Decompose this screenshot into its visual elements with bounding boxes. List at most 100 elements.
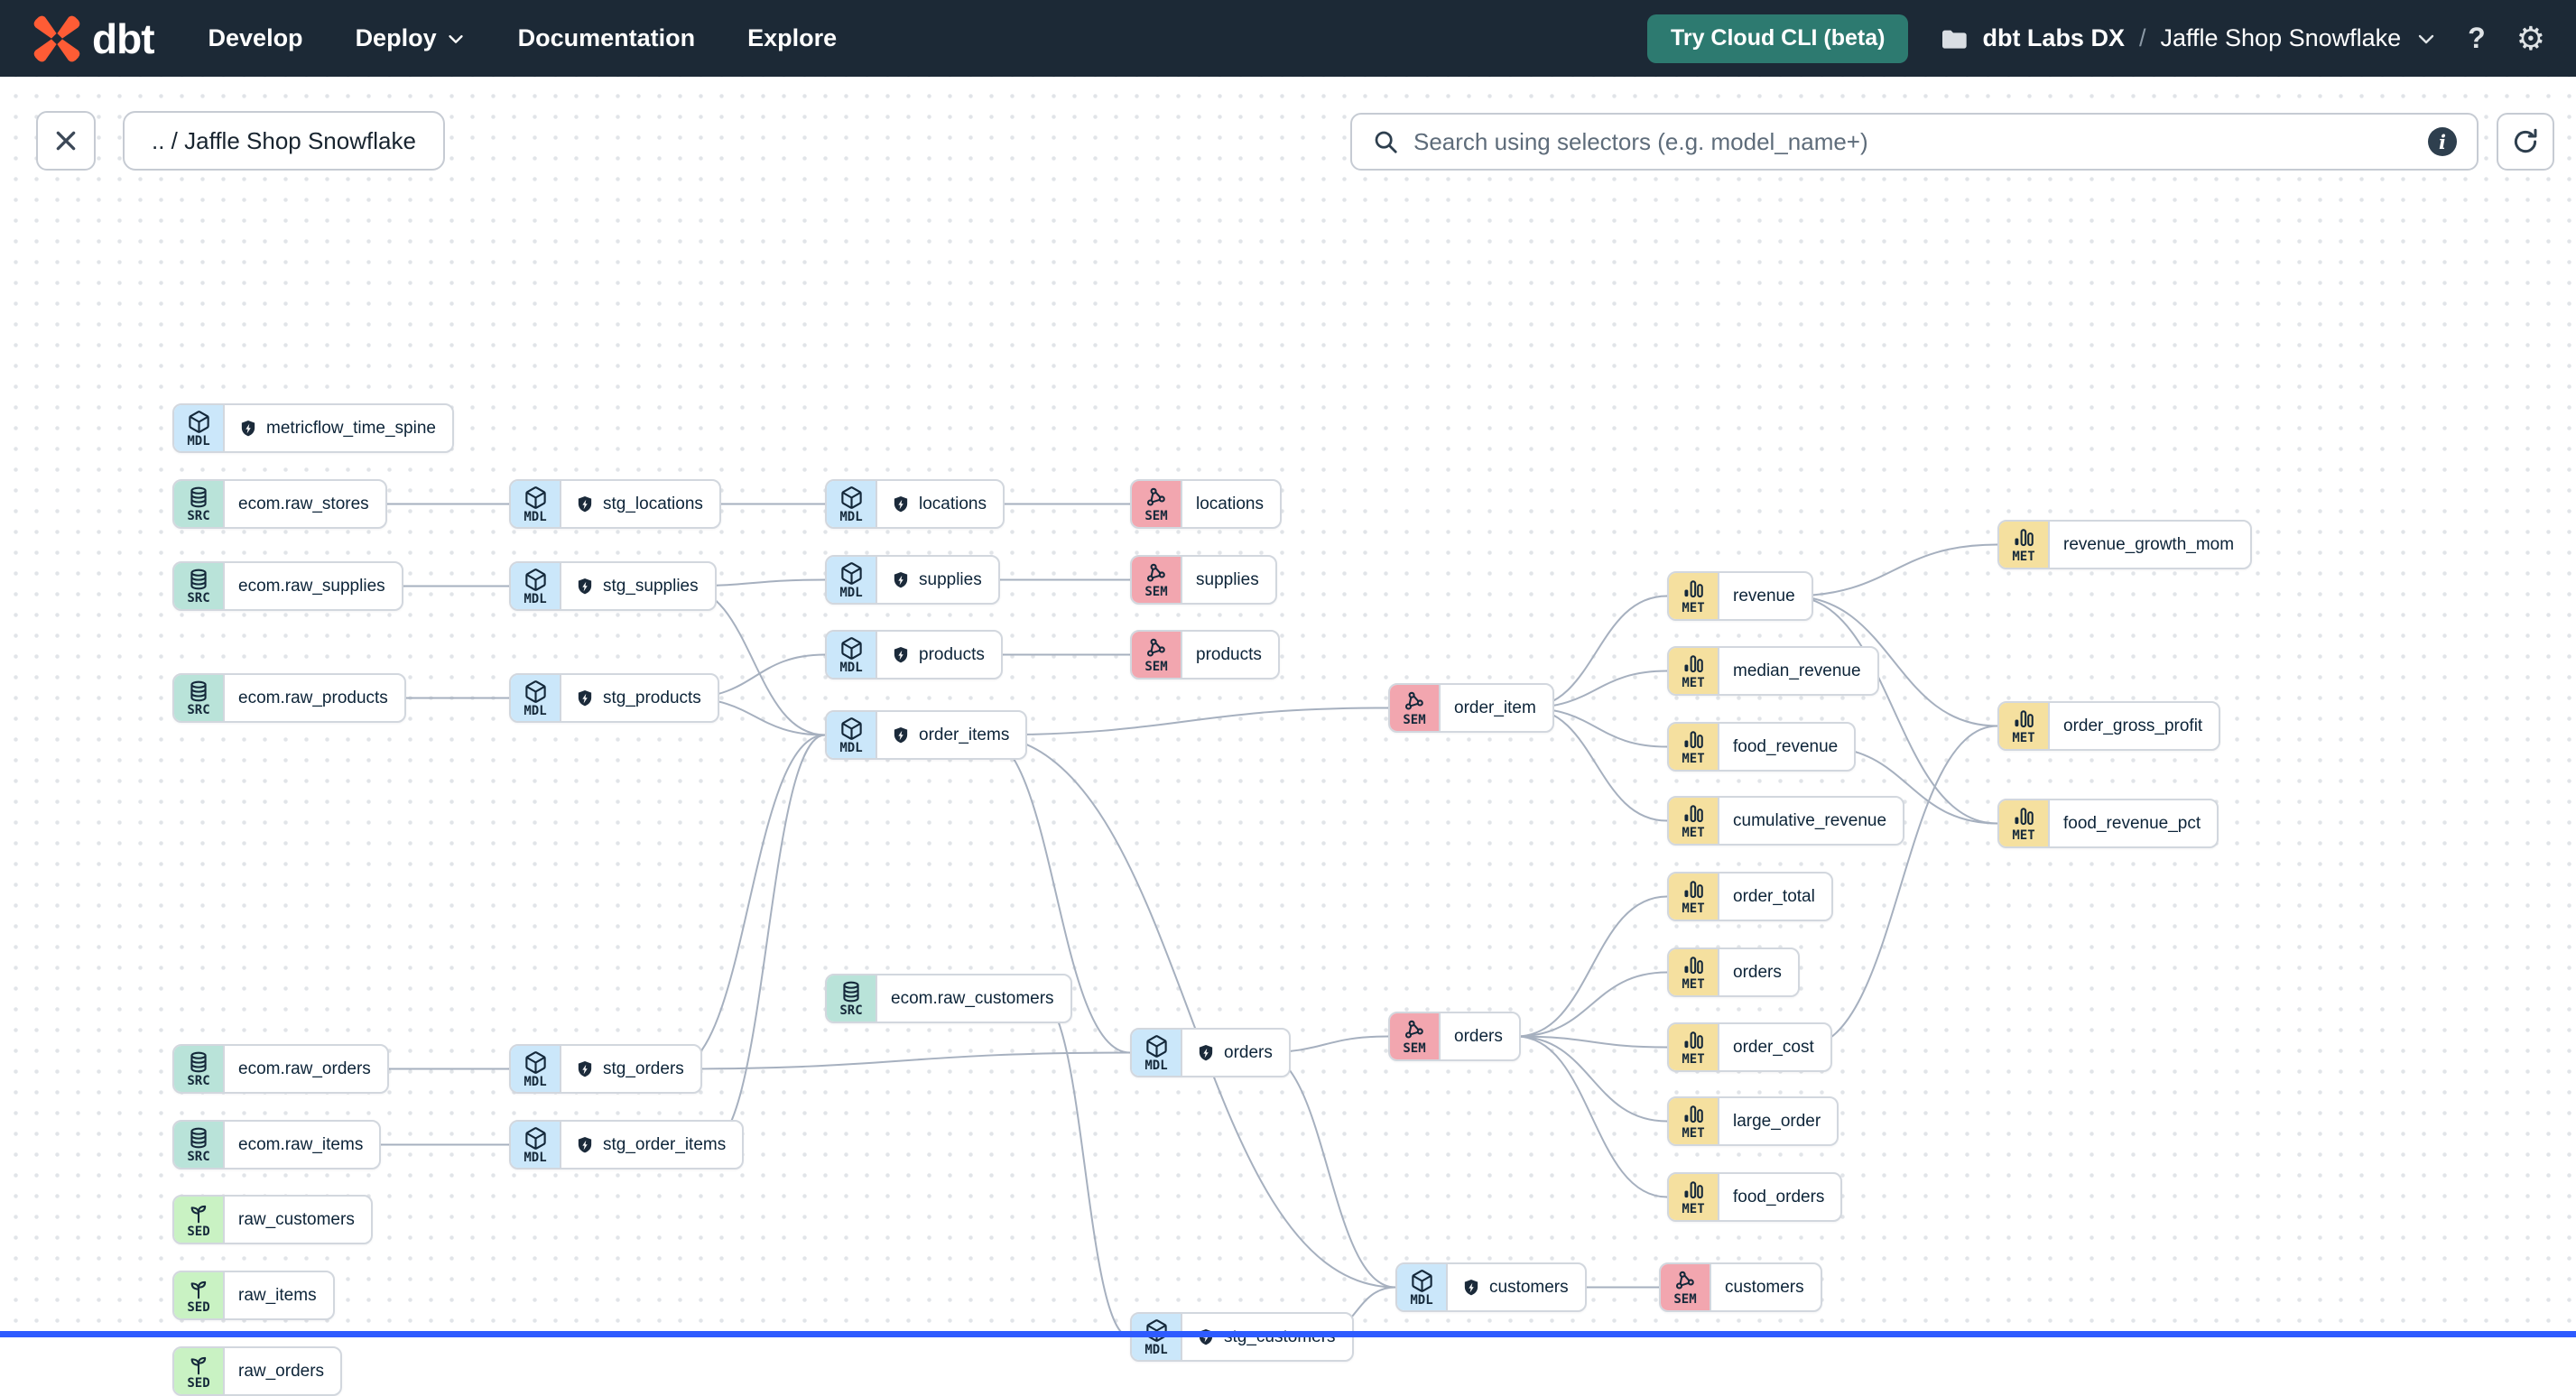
node-type-badge: SEM: [1132, 632, 1182, 678]
node-body: stg_locations: [561, 481, 719, 527]
node-type-badge: MET: [1669, 1024, 1719, 1070]
node-type-label: SED: [187, 1225, 209, 1238]
node-label: ecom.raw_stores: [238, 495, 369, 514]
node-type-label: SED: [187, 1301, 209, 1314]
node-label: ecom.raw_orders: [238, 1059, 371, 1079]
info-icon[interactable]: i: [2428, 127, 2457, 156]
node-label: supplies: [1196, 570, 1259, 590]
node-type-label: MET: [1682, 902, 1704, 915]
model-icon: [839, 485, 864, 510]
shield-icon: [1461, 1278, 1481, 1298]
node-type-badge: MET: [1669, 1174, 1719, 1220]
graph-node-stg_locations[interactable]: MDL stg_locations: [509, 479, 721, 529]
node-label: median_revenue: [1733, 661, 1861, 681]
node-type-label: MDL: [524, 511, 546, 523]
node-type-badge: MET: [1999, 800, 2050, 846]
node-label: order_items: [919, 726, 1009, 745]
node-type-badge: SEM: [1661, 1264, 1711, 1310]
graph-node-food_revenue_pct_met[interactable]: MET food_revenue_pct: [1997, 799, 2219, 848]
nav-documentation[interactable]: Documentation: [518, 24, 696, 52]
search-input[interactable]: [1413, 128, 2414, 156]
node-type-label: MDL: [1144, 1344, 1167, 1356]
lineage-breadcrumb-label: .. / Jaffle Shop Snowflake: [152, 127, 416, 155]
nav-develop[interactable]: Develop: [208, 24, 303, 52]
shield-icon: [575, 1059, 595, 1079]
model-icon: [839, 716, 864, 741]
nav-deploy[interactable]: Deploy: [356, 24, 466, 52]
dbt-logo[interactable]: dbt: [31, 13, 154, 65]
lineage-edge: [1516, 1037, 1667, 1048]
project-name: Jaffle Shop Snowflake: [2160, 24, 2401, 52]
node-label: locations: [919, 495, 987, 514]
model-icon: [524, 1126, 548, 1151]
node-body: cumulative_revenue: [1719, 798, 1903, 844]
help-icon[interactable]: ?: [2468, 22, 2486, 55]
node-type-badge: MET: [1669, 798, 1719, 844]
node-body: ecom.raw_customers: [877, 975, 1070, 1022]
nav-deploy-label: Deploy: [356, 24, 437, 52]
node-label: ecom.raw_customers: [891, 989, 1054, 1009]
node-type-label: MDL: [839, 587, 862, 599]
node-type-label: MET: [1682, 1127, 1704, 1140]
nav-explore[interactable]: Explore: [747, 24, 837, 52]
node-label: locations: [1196, 495, 1264, 514]
shield-icon: [575, 689, 595, 708]
node-label: supplies: [919, 570, 982, 590]
graph-node-supplies_mdl[interactable]: MDL supplies: [825, 555, 1000, 605]
shield-icon: [575, 577, 595, 596]
node-type-badge: MET: [1669, 949, 1719, 995]
project-breadcrumb[interactable]: dbt Labs DX / Jaffle Shop Snowflake: [1939, 24, 2437, 53]
node-label: food_revenue_pct: [2063, 814, 2201, 834]
node-body: orders: [1719, 949, 1798, 995]
shield-icon: [891, 495, 911, 514]
node-type-label: MET: [2012, 829, 2034, 842]
gear-icon[interactable]: ⚙: [2516, 23, 2545, 55]
try-cloud-cli-button[interactable]: Try Cloud CLI (beta): [1647, 14, 1909, 63]
lineage-breadcrumb[interactable]: .. / Jaffle Shop Snowflake: [123, 111, 445, 171]
semantic-model-icon: [1144, 561, 1168, 585]
refresh-lineage-button[interactable]: [2497, 113, 2554, 171]
close-lineage-button[interactable]: [36, 111, 96, 171]
node-type-badge: SED: [174, 1197, 225, 1243]
semantic-model-icon: [1403, 689, 1426, 713]
shield-icon: [891, 645, 911, 665]
node-label: order_item: [1454, 698, 1536, 718]
